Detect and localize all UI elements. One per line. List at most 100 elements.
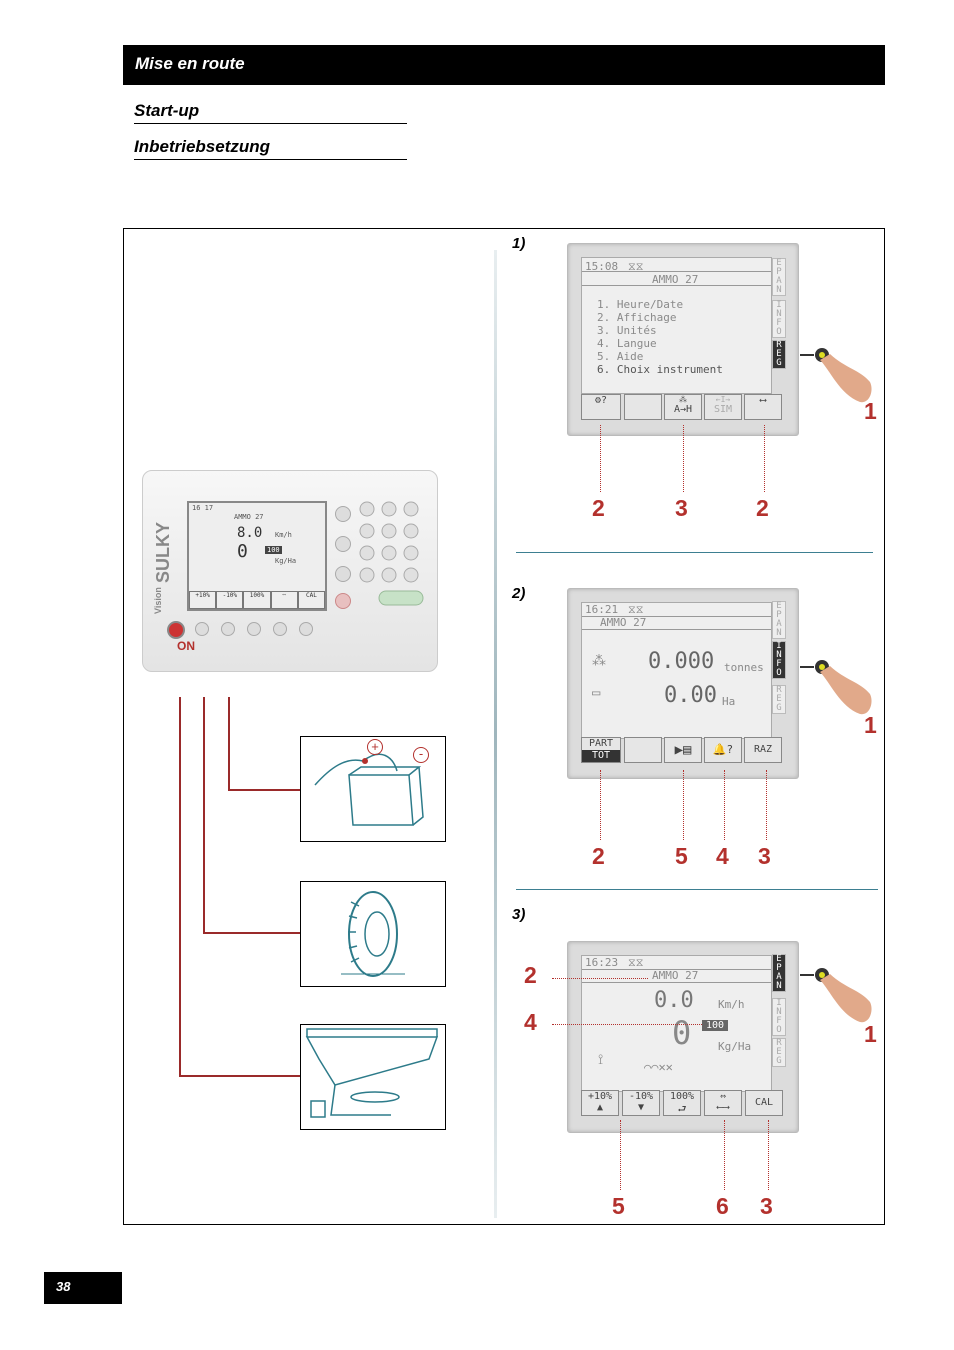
spread-width-button[interactable]: ⟷ [744,394,782,420]
device-softkey: CAL [297,591,326,609]
step-label: 3) [512,906,526,923]
stop-button[interactable] [335,593,351,609]
decrease-10-button[interactable]: -10%▼ [622,1090,660,1116]
callout-line [552,1024,702,1025]
callout-number: 5 [675,843,688,869]
menu-item[interactable]: 1. Heure/Date [597,298,684,311]
subtitle-de: Inbetriebsetzung [134,137,271,156]
device-speed-unit: Km/h [275,531,292,539]
subtitle-underline [134,123,407,124]
model-label: Vision [153,587,163,614]
menu-item[interactable]: 5. Aide [597,350,644,363]
step-label: 1) [512,235,526,252]
plus-terminal: + [367,739,383,755]
spreader-illustration [300,1024,446,1130]
vertical-divider [494,250,497,1218]
area-worked: 0.00 [664,683,717,708]
callout-number: 1 [864,1021,877,1047]
callout-line [620,1120,621,1190]
hourglass-icon: ⧖⧖ [628,260,644,273]
subtitle-underline [134,159,407,160]
application-rate: 0 [672,1014,692,1052]
device-rate-unit: Kg/Ha [275,557,297,565]
finger-press-icon [800,348,872,403]
callout-number: 3 [760,1193,773,1219]
menu-item[interactable]: 3. Unités [597,324,657,337]
empty-softkey [624,737,662,763]
step-divider [516,552,873,553]
increase-10-button[interactable]: +10%▲ [581,1090,619,1116]
alarm-help-button[interactable]: 🔔? [704,737,742,763]
function-button[interactable] [273,622,287,636]
device-softkeys: +10% -10% 100% ⇔ CAL [189,591,326,609]
callout-number: 3 [675,495,688,521]
battery-icon [314,753,424,826]
menu-item[interactable]: 4. Langue [597,337,657,350]
spreader-icon [305,1028,439,1118]
a-to-h-button[interactable]: ⁂A→H [664,394,702,420]
callout-number: 3 [758,843,771,869]
function-button[interactable] [247,622,261,636]
menu-item[interactable]: 6. Choix instrument [597,363,723,376]
lcd-rule [582,629,771,630]
power-button[interactable] [167,621,185,639]
battery-illustration: + - [300,736,446,842]
record-button[interactable]: ▶▤ [664,737,702,763]
lcd-rule [582,271,771,272]
sim-button[interactable]: ←I→SIM [704,394,742,420]
lcd-product: AMMO 27 [600,616,647,629]
function-button[interactable] [299,622,313,636]
function-button[interactable] [195,622,209,636]
part-tot-button[interactable]: PART TOT [581,737,621,763]
device-time: 16 17 [192,504,214,512]
lcd-display: 16:23 ⧖⧖ AMMO 27 0.0 Km/h 0 100 Kg/Ha ⟟ … [581,955,772,1092]
callout-number: 5 [612,1193,625,1219]
callout-line [683,770,684,840]
section-header: Mise en route [123,45,885,85]
minus-terminal: - [413,747,429,763]
callout-number: 2 [592,495,605,521]
lcd-rule [582,969,771,970]
device-speed: 8.0 [237,525,263,541]
reset-100-button[interactable]: 100%⮐ [663,1090,701,1116]
callout-number: 1 [864,712,877,738]
help-settings-button[interactable]: ⚙? [581,394,621,420]
border-spreading-button[interactable]: ⇔⟵⟶ [704,1090,742,1116]
finger-press-icon [800,968,872,1023]
callout-line [600,425,601,492]
wheel-illustration [300,881,446,987]
callout-number: 6 [716,1193,729,1219]
side-button[interactable] [335,506,351,522]
power-label: ON [177,639,195,653]
device-softkey: ⇔ [270,591,298,609]
callout-line [724,1120,725,1190]
calibration-button[interactable]: CAL [745,1090,783,1116]
menu-item[interactable]: 2. Affichage [597,311,677,324]
side-button[interactable] [335,566,351,582]
screen-step-2: 16:21 ⧖⧖ AMMO 27 ⁂ 0.000 tonnes ▭ 0.00 H… [567,588,799,779]
spread-pattern-icon: ⌒⌒✕✕ [644,1060,673,1074]
quantity-unit: tonnes [724,661,764,674]
numeric-keypad[interactable] [357,499,433,617]
page-number-box: 38 [44,1272,122,1304]
function-button[interactable] [221,622,235,636]
reset-button[interactable]: RAZ [744,737,782,763]
cable-line [228,789,300,791]
step-divider [516,889,878,890]
control-box: SULKY Vision 16 17 AMMO 27 8.0 Km/h 0 10… [142,470,438,672]
tractor-wheel-icon [341,891,405,977]
device-softkey: -10% [216,591,244,609]
side-button[interactable] [335,536,351,552]
lcd-time: 16:23 [585,956,619,969]
device-rate-set: 100 [265,546,282,554]
callout-line [552,978,648,979]
